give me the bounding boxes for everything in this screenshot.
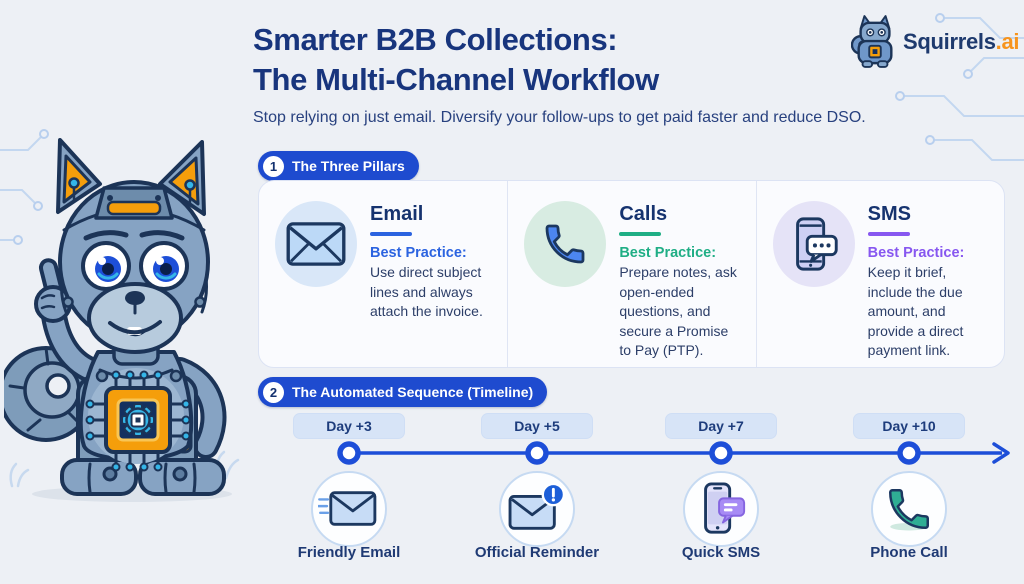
phone-chat-icon	[704, 482, 746, 534]
pillar-text: Keep it brief, include the due amount, a…	[867, 264, 964, 359]
step-icon-official-reminder	[499, 471, 575, 547]
pillars-panel: Email Best Practice: Use direct subject …	[258, 180, 1005, 368]
page-subtitle: Stop relying on just email. Diversify yo…	[253, 108, 866, 126]
day-chip-3: Day +7	[665, 413, 777, 439]
circuit-decoration-left	[0, 129, 49, 245]
pillar-email: Email Best Practice: Use direct subject …	[259, 181, 507, 367]
email-icon-circle	[275, 201, 357, 287]
pillar-accent-rule	[619, 232, 662, 236]
step-icon-quick-sms	[683, 471, 759, 547]
pillar-title: SMS	[867, 203, 911, 225]
timeline-node-1	[337, 441, 361, 465]
section-number: 2	[263, 381, 284, 403]
day-chip-1: Day +3	[293, 413, 405, 439]
title-line-2: The Multi-Channel Workflow	[253, 62, 659, 98]
step-icon-phone-call	[871, 471, 947, 547]
timeline-node-2	[525, 441, 549, 465]
robot-squirrel-mascot	[4, 138, 240, 502]
header: Smarter B2B Collections: The Multi-Chann…	[253, 20, 873, 127]
day-chip-2: Day +5	[481, 413, 593, 439]
brand-logo: Squirrels.ai	[851, 14, 1021, 70]
page-title: Smarter B2B Collections: The Multi-Chann…	[253, 20, 873, 101]
section-number: 1	[263, 155, 284, 177]
phone-call-icon	[889, 489, 929, 531]
section-label: The Three Pillars	[292, 158, 405, 174]
section-badge-three-pillars: 1 The Three Pillars	[258, 151, 419, 181]
timeline-axis	[337, 441, 1010, 465]
pillar-title: Calls	[619, 203, 668, 225]
sms-phone-icon	[795, 217, 838, 271]
pillar-calls-content: Calls Best Practice: Prepare notes, ask …	[619, 201, 743, 358]
brand-wordmark: Squirrels.ai	[903, 29, 1020, 55]
title-line-1: Smarter B2B Collections:	[253, 22, 618, 57]
calls-icon-circle	[524, 201, 607, 287]
envelope-icon	[286, 222, 346, 266]
pillar-calls: Calls Best Practice: Prepare notes, ask …	[507, 181, 755, 367]
pillar-text: Use direct subject lines and always atta…	[370, 264, 483, 320]
section-badge-automated-sequence: 2 The Automated Sequence (Timeline)	[258, 377, 548, 407]
step-icon-friendly-email	[311, 471, 387, 547]
timeline-node-4	[897, 441, 921, 465]
step-label-official-reminder: Official Reminder	[474, 544, 600, 561]
brand-suffix: .ai	[995, 29, 1020, 54]
sending-envelope-icon	[318, 491, 377, 526]
pillar-title: Email	[370, 203, 424, 225]
robot-squirrel-icon	[851, 15, 893, 68]
step-label-friendly-email: Friendly Email	[297, 544, 401, 561]
pillar-sms: SMS Best Practice: Keep it brief, includ…	[755, 181, 1004, 367]
pillar-accent-rule	[867, 232, 910, 236]
best-practice-label: Best Practice:	[370, 245, 467, 261]
step-label-quick-sms: Quick SMS	[681, 544, 761, 561]
sms-icon-circle	[772, 201, 855, 287]
pillar-sms-content: SMS Best Practice: Keep it brief, includ…	[867, 201, 992, 358]
best-practice-label: Best Practice:	[867, 245, 965, 261]
pillar-email-content: Email Best Practice: Use direct subject …	[370, 201, 495, 355]
brand-name: Squirrels	[903, 29, 996, 54]
phone-handset-icon	[545, 224, 585, 264]
day-chip-4: Day +10	[853, 413, 965, 439]
best-practice-label: Best Practice:	[619, 245, 717, 261]
step-label-phone-call: Phone Call	[870, 544, 948, 561]
pillar-text: Prepare notes, ask open-ended questions,…	[619, 264, 737, 359]
section-label: The Automated Sequence (Timeline)	[292, 384, 534, 400]
pillar-accent-rule	[370, 232, 412, 236]
arrow-right-icon	[992, 442, 1010, 464]
alert-envelope-icon	[508, 483, 566, 530]
timeline-node-3	[709, 441, 733, 465]
